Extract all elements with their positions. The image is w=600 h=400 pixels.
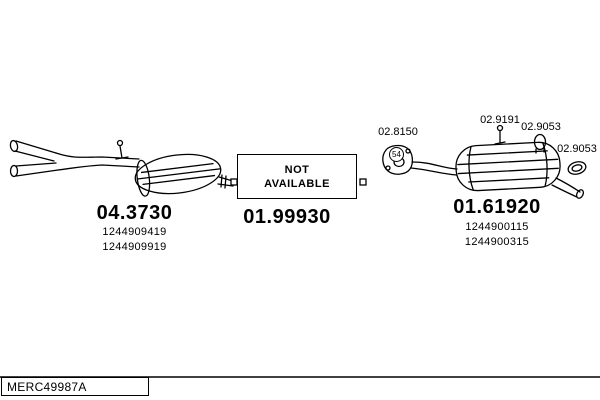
mid-pipe-icon xyxy=(410,161,458,176)
catalyst-muffler-icon xyxy=(134,153,222,197)
outlet-flange-icon xyxy=(217,174,238,189)
rear-muffler-icon xyxy=(455,141,561,192)
front-pipes-icon xyxy=(9,139,140,178)
footer-reference-box: MERC49987A xyxy=(1,377,149,396)
ring-code: 02.9053 xyxy=(557,143,597,155)
tailpipe-icon xyxy=(551,177,585,199)
not-available-line2: AVAILABLE xyxy=(264,177,330,190)
clamp2-code: 02.9053 xyxy=(521,121,561,133)
footer-reference: MERC49987A xyxy=(7,379,87,394)
middle-assembly-code: 01.99930 xyxy=(243,206,331,228)
left-part-number-2: 1244909919 xyxy=(102,241,167,253)
gasket-code: 02.8150 xyxy=(378,126,418,138)
pipe-clamp-icon xyxy=(115,139,129,160)
connector-icon xyxy=(359,178,367,186)
left-part-number-1: 1244909419 xyxy=(102,226,167,238)
left-assembly-code: 04.3730 xyxy=(96,202,173,224)
not-available-box: NOT AVAILABLE xyxy=(237,154,357,199)
right-assembly-code: 01.61920 xyxy=(453,196,541,218)
clamp1-code: 02.9191 xyxy=(480,114,520,126)
not-available-line1: NOT xyxy=(284,163,310,176)
right-part-number-2: 1244900315 xyxy=(464,236,530,248)
bolt-clamp-icon xyxy=(494,124,506,145)
ring-gasket-icon xyxy=(567,161,587,175)
ring-clamp-icon xyxy=(533,133,547,154)
right-part-number-1: 1244900115 xyxy=(465,221,529,233)
gasket-badge: 54 xyxy=(389,147,404,162)
